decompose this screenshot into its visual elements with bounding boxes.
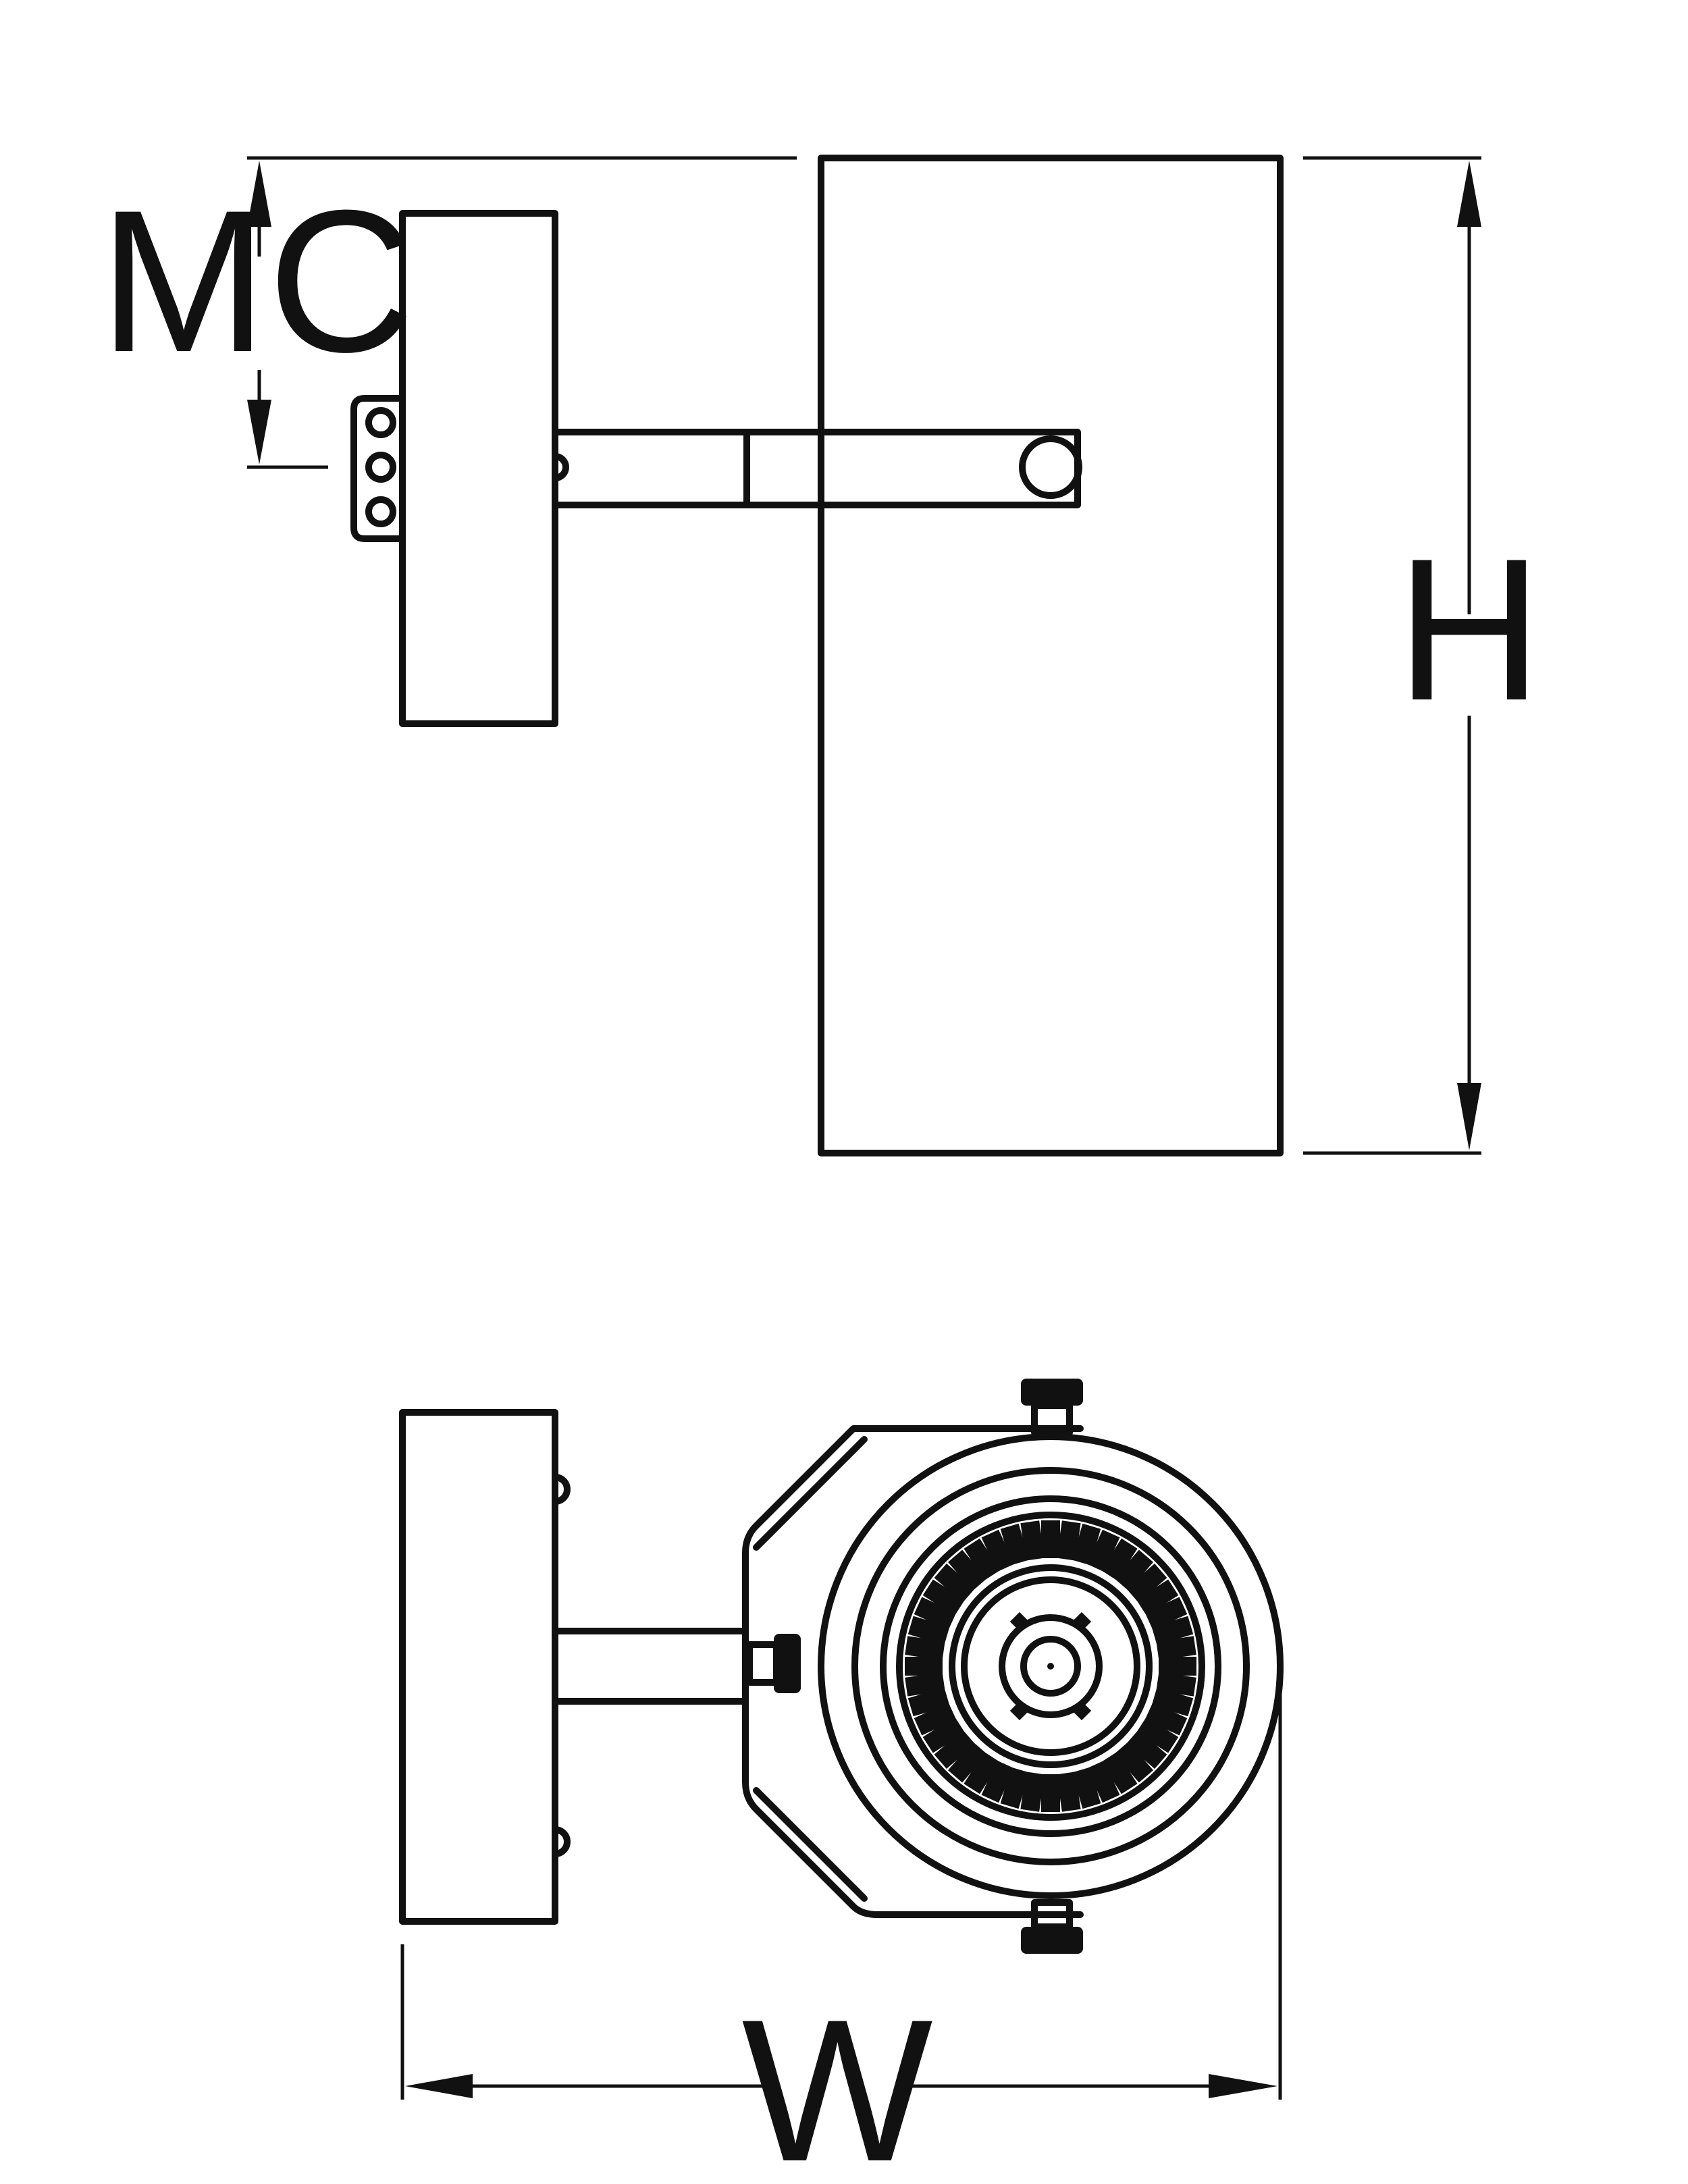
heatsink-fin [1156,1636,1196,1661]
heatsink-fin [914,1702,957,1736]
heatsink-fin [1156,1672,1196,1697]
heatsink-fin [1101,1752,1138,1794]
screw-hole [365,496,396,527]
mc-label: MC [99,167,415,394]
head-ring-2 [851,1467,1250,1865]
top-knob [1021,1379,1083,1406]
side-arm-inner [552,429,750,508]
heatsink-fin [1056,1520,1081,1561]
heatsink-fin [1151,1687,1194,1717]
heatsink-fin [1086,1529,1120,1572]
heatsink-fin [905,1672,945,1697]
pivot-knob [1019,435,1082,499]
head-outer-ring [818,1433,1284,1899]
heatsink-fin [1151,1616,1194,1645]
heatsink-fin [981,1529,1015,1572]
side-arm-outer [743,429,1081,508]
heatsink-fin [1000,1523,1030,1566]
yoke-outline [742,1425,1084,1918]
clip-mark [1009,1701,1030,1721]
heatsink-fin [1056,1772,1081,1812]
heatsink-fin [914,1597,957,1630]
heatsink-fin [964,1538,1001,1580]
yoke-inner-edge [753,1436,868,1902]
bottom-knob-stem [1031,1899,1073,1930]
lens-center [1020,1636,1081,1697]
heatsink-fin [907,1616,950,1645]
front-wall-plate [399,1409,558,1925]
side-lock-knob [774,1634,801,1693]
side-lamp-body [818,155,1284,1156]
heatsink-fin [934,1730,976,1769]
heatsink-fins [905,1520,1196,1812]
heatsink-fin [907,1687,950,1717]
heatsink-fin [1126,1730,1167,1769]
clip-mark [1072,1612,1092,1632]
lens-ring [999,1614,1103,1718]
w-label: W [741,1977,934,2184]
mc-dimension: MC [99,156,797,469]
front-plate-pin [552,1826,571,1857]
heatsink-fin [934,1563,976,1603]
led-ring-inner [961,1576,1140,1756]
heatsink-fin [1136,1716,1179,1753]
side-mount-bracket [350,395,403,542]
mc-arrow-up [247,161,271,227]
heatsink-fin [1126,1563,1167,1603]
h-dimension: H [1303,156,1543,1155]
side-view [350,155,1284,1156]
heatsink-ring [896,1512,1205,1821]
side-wall-plate [399,210,558,727]
screw-hole [365,452,396,483]
heatsink-fin [1020,1520,1045,1561]
heatsink-fin [905,1636,945,1661]
heatsink-fin [1000,1767,1030,1809]
heatsink-fin [964,1752,1001,1794]
mc-arrow-down [247,400,271,464]
heatsink-fin [981,1760,1015,1803]
head-ring-3 [880,1495,1221,1837]
heatsink-fin [1072,1523,1101,1566]
bottom-knob [1021,1927,1083,1954]
h-arrow-down [1457,1083,1481,1150]
h-label: H [1396,516,1543,743]
heatsink-fin [922,1579,965,1616]
heatsink-fin [947,1549,987,1591]
heatsink-fin [1136,1579,1179,1616]
clip-mark [1072,1701,1092,1721]
clip-mark [1009,1612,1030,1632]
heatsink-fin [1072,1767,1101,1809]
front-view [399,1379,1284,1954]
led-ring-outer [949,1564,1153,1768]
front-plate-pin [552,1474,571,1505]
w-arrow-left [405,2074,473,2098]
top-knob-stem [1031,1402,1073,1436]
heatsink-fin [1114,1741,1154,1783]
heatsink-fin [1101,1538,1138,1580]
side-lock-stem [746,1641,780,1686]
heatsink-fin [1144,1702,1188,1736]
w-dimension: W [400,1688,1282,2184]
heatsink-fin [1086,1760,1120,1803]
heatsink-fin [922,1716,965,1753]
heatsink-fin [947,1741,987,1783]
w-arrow-right [1209,2074,1277,2098]
side-arm-pin [552,453,569,481]
screw-hole [365,407,396,438]
heatsink-fin [1114,1549,1154,1591]
lens-center-dot [1047,1663,1054,1670]
heatsink-fin [1020,1772,1045,1812]
heatsink-fin [1144,1597,1188,1630]
h-arrow-up [1457,161,1481,227]
